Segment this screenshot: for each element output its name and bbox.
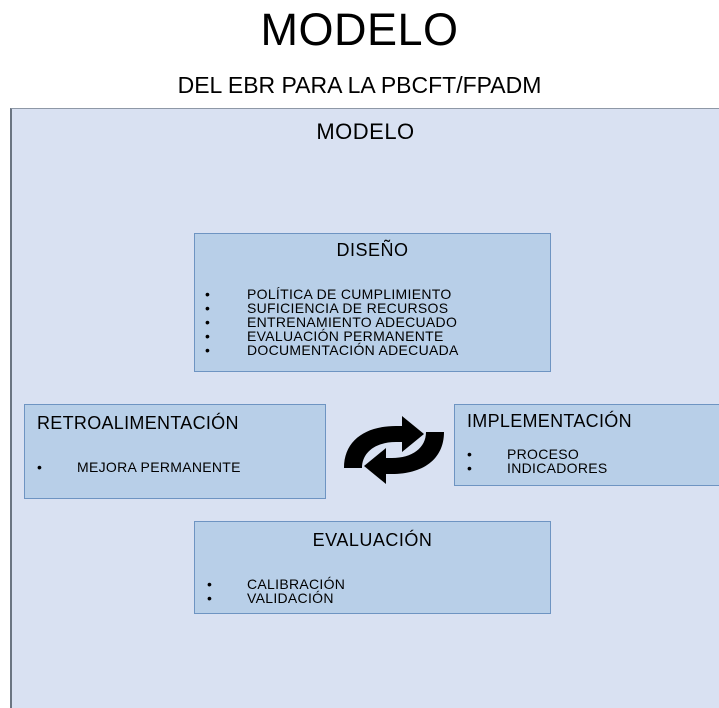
bullet: • [205,314,211,330]
bullet: • [205,328,211,344]
page-title: MODELO [260,4,459,55]
list-item-text: VALIDACIÓN [247,590,334,606]
bullet: • [205,286,211,302]
evaluacion-list: • CALIBRACIÓN • VALIDACIÓN [207,576,346,606]
list-item-text: MEJORA PERMANENTE [77,459,241,475]
list-item-text: PROCESO [507,446,580,462]
list-item: • SUFICIENCIA DE RECURSOS [205,300,459,316]
bullet: • [37,459,43,475]
implementacion-box: IMPLEMENTACIÓN • PROCESO • INDICADORES [454,404,719,486]
retroalimentacion-box: RETROALIMENTACIÓN • MEJORA PERMANENTE [24,404,326,499]
list-item: • DOCUMENTACIÓN ADECUADA [205,342,459,358]
implementacion-list: • PROCESO • INDICADORES [467,446,608,476]
list-item-text: POLÍTICA DE CUMPLIMIENTO [247,286,452,302]
diseno-title: DISEÑO [336,240,409,260]
diseno-box: DISEÑO • POLÍTICA DE CUMPLIMIENTO • SUFICI… [194,233,551,372]
retroalimentacion-list: • MEJORA PERMANENTE [37,459,241,475]
cycle-arrows-icon [344,416,444,484]
list-item: • EVALUACIÓN PERMANENTE [205,328,459,344]
list-item-text: CALIBRACIÓN [247,576,346,592]
evaluacion-title: EVALUACIÓN [312,530,433,550]
list-item-text: DOCUMENTACIÓN ADECUADA [247,342,459,358]
list-item-text: SUFICIENCIA DE RECURSOS [247,300,449,316]
evaluacion-box: EVALUACIÓN • CALIBRACIÓN • VALIDACIÓN [194,521,551,614]
list-item-text: INDICADORES [507,460,608,476]
cycle-arrow-bottom [364,432,444,484]
bullet: • [207,590,213,606]
list-item-text: EVALUACIÓN PERMANENTE [247,328,444,344]
list-item: • ENTRENAMIENTO ADECUADO [205,314,459,330]
bullet: • [467,460,473,476]
bullet: • [205,300,211,316]
list-item-text: ENTRENAMIENTO ADECUADO [247,314,458,330]
list-item: • MEJORA PERMANENTE [37,459,241,475]
list-item: • CALIBRACIÓN [207,576,346,592]
implementacion-title: IMPLEMENTACIÓN [467,411,632,431]
list-item: • VALIDACIÓN [207,590,345,606]
bullet: • [205,342,211,358]
diseno-list: • POLÍTICA DE CUMPLIMIENTO • SUFICIENCIA D… [205,286,459,358]
panel-title: MODELO [316,119,415,144]
bullet: • [467,446,473,462]
list-item: • PROCESO [467,446,608,462]
retroalimentacion-title: RETROALIMENTACIÓN [37,413,239,433]
list-item: • INDICADORES [467,460,608,476]
page-subtitle: DEL EBR PARA LA PBCFT/FPADM [177,72,542,98]
cycle-arrow-top [344,416,424,468]
list-item: • POLÍTICA DE CUMPLIMIENTO [205,286,459,302]
bullet: • [207,576,213,592]
